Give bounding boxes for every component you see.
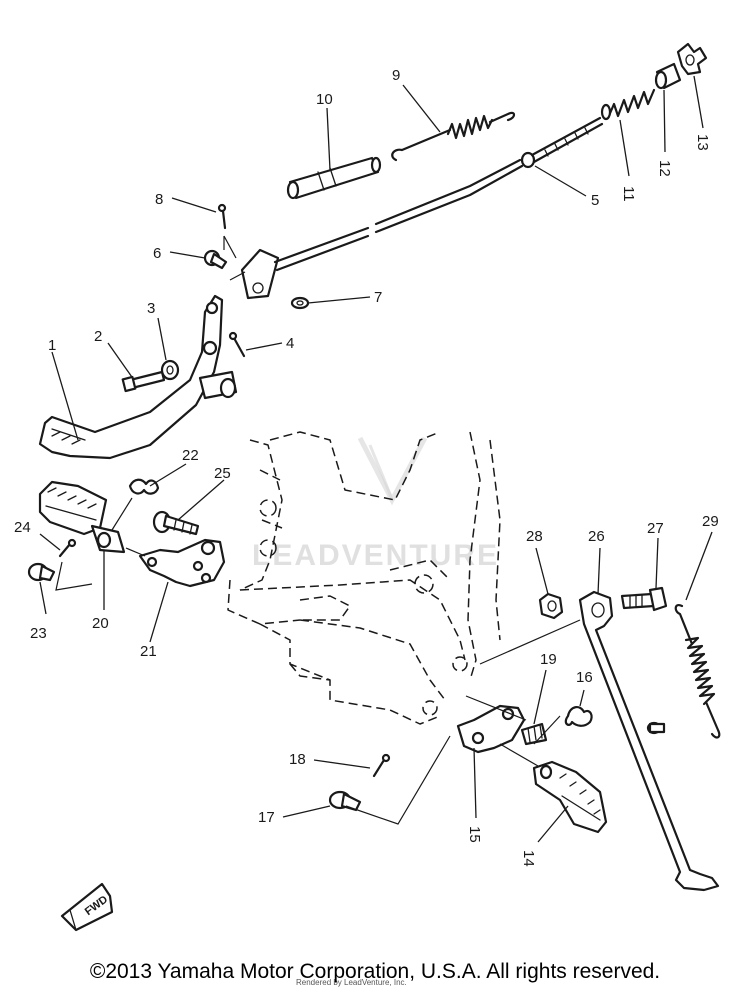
wing-nut <box>676 42 708 76</box>
callout-23: 23 <box>30 625 47 642</box>
right-footrest <box>532 760 608 834</box>
callout-7: 7 <box>374 289 382 306</box>
callout-21: 21 <box>140 643 157 660</box>
callout-15: 15 <box>466 826 483 843</box>
footrest-bracket-left <box>138 538 226 588</box>
stand-bolt <box>620 586 668 612</box>
stand-nut <box>538 592 564 620</box>
callout-2: 2 <box>94 328 102 345</box>
callout-1: 1 <box>48 337 56 354</box>
left-footrest <box>38 480 126 554</box>
callout-18: 18 <box>289 751 306 768</box>
rod-spring <box>600 88 656 121</box>
cotter-pin-18 <box>372 753 391 778</box>
callout-10: 10 <box>316 91 333 108</box>
spring-16 <box>564 706 593 727</box>
bolt-19 <box>520 722 548 746</box>
pivot-bolt <box>121 370 166 393</box>
callout-9: 9 <box>392 67 400 84</box>
return-spring <box>391 111 516 162</box>
callout-28: 28 <box>526 528 543 545</box>
callout-17: 17 <box>258 809 275 826</box>
callout-8: 8 <box>155 191 163 208</box>
watermark: LEADVENTURE <box>252 436 499 572</box>
stand-spring <box>674 604 721 739</box>
fwd-arrow-icon: FWD <box>60 882 114 932</box>
callout-3: 3 <box>147 300 155 317</box>
callout-12: 12 <box>656 160 673 177</box>
callout-4: 4 <box>286 335 294 352</box>
sidestand <box>578 590 720 892</box>
cotter-pin-8 <box>217 203 227 230</box>
footrest-spring-22 <box>128 478 160 495</box>
callout-labels: 1 2 3 4 5 6 7 8 9 10 11 12 13 14 15 16 1… <box>14 67 719 867</box>
adjuster-joint <box>654 62 682 90</box>
callout-22: 22 <box>182 447 199 464</box>
callout-16: 16 <box>576 669 593 686</box>
callout-26: 26 <box>588 528 605 545</box>
callout-27: 27 <box>647 520 664 537</box>
pivot-nut <box>160 359 180 381</box>
frame-outline <box>227 431 501 725</box>
clevis-pin <box>203 249 228 270</box>
callout-5: 5 <box>591 192 599 209</box>
callout-24: 24 <box>14 519 31 536</box>
callout-13: 13 <box>694 134 711 151</box>
callout-6: 6 <box>153 245 161 262</box>
rod-sleeve <box>286 156 382 200</box>
footrest-bracket-right <box>456 704 526 754</box>
brake-pedal <box>38 294 238 460</box>
cotter-pin-24 <box>58 538 77 558</box>
footrest-pin-right <box>328 790 362 812</box>
bracket-bolt <box>152 510 200 536</box>
render-credit: Rendered by LeadVenture, Inc. <box>296 978 407 987</box>
copyright-notice: ©2013 Yamaha Motor Corporation, U.S.A. A… <box>89 960 661 983</box>
footrest-pin-left <box>27 562 56 582</box>
cotter-pin-4 <box>228 331 246 358</box>
brake-rod <box>240 116 604 300</box>
leader-lines <box>39 75 713 843</box>
callout-20: 20 <box>92 615 109 632</box>
washer-7 <box>290 296 310 310</box>
callout-29: 29 <box>702 513 719 530</box>
watermark-text: LEADVENTURE <box>252 539 499 572</box>
callout-19: 19 <box>540 651 557 668</box>
callout-23-label-25: 25 <box>214 465 231 482</box>
callout-14: 14 <box>520 850 537 867</box>
callout-11: 11 <box>620 186 637 202</box>
